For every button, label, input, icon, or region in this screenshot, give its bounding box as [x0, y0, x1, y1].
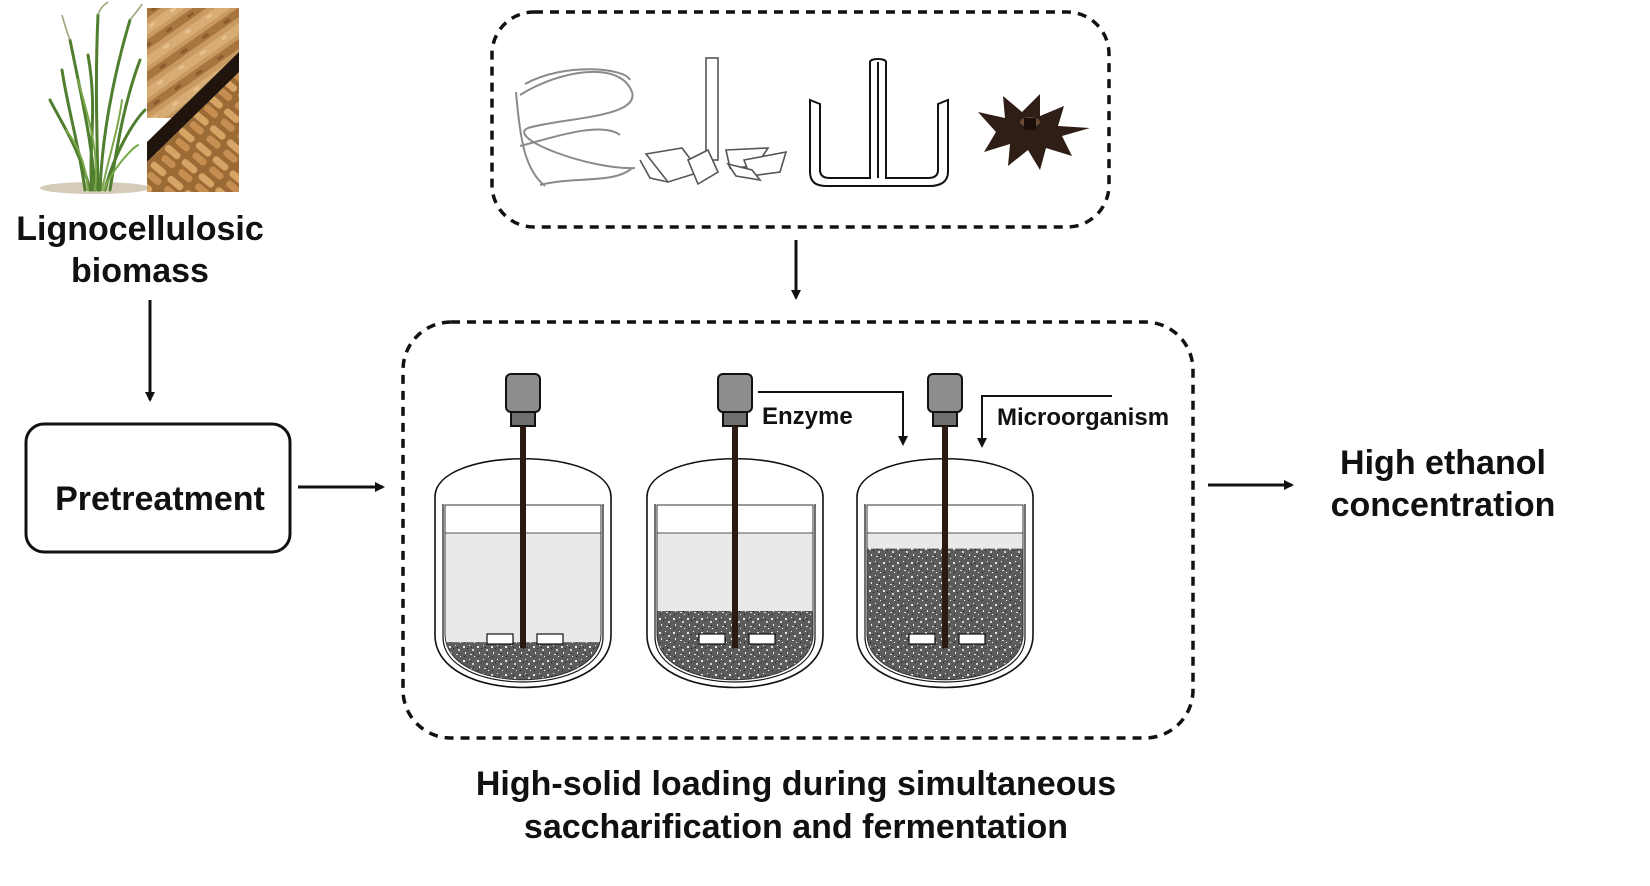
impeller-blade — [908, 633, 936, 645]
stirrer-shaft — [732, 426, 738, 648]
output-label-line1: High ethanol — [1340, 444, 1546, 482]
process-caption-line2: saccharification and fermentation — [524, 808, 1068, 846]
impeller-blade — [698, 633, 726, 645]
process-caption-line1: High-solid loading during simultaneous — [476, 765, 1116, 803]
motor-icon — [717, 373, 753, 413]
rushton-turbine-icon — [978, 94, 1090, 170]
microorganism-feed: Microorganism — [977, 395, 1169, 448]
pretreatment-box — [24, 422, 292, 554]
biomass-label-line2: biomass — [71, 252, 209, 290]
pretreatment-label: Pretreatment — [55, 480, 265, 518]
anchor-impeller-icon — [809, 58, 949, 187]
impeller-blade — [536, 633, 564, 645]
helical-ribbon-impeller-icon — [515, 68, 636, 187]
grass-icon — [40, 1, 150, 194]
impeller-blade — [748, 633, 776, 645]
stirrer-shaft — [520, 426, 526, 648]
output-label-line2: concentration — [1331, 486, 1556, 524]
reactor-vessel-3 — [856, 373, 1034, 689]
microorganism-label: Microorganism — [997, 404, 1169, 431]
motor-icon — [927, 373, 963, 413]
impeller-blade — [958, 633, 986, 645]
lignocellulosic-biomass-image — [40, 1, 239, 194]
impeller-blade — [486, 633, 514, 645]
impeller-panel — [490, 10, 1111, 229]
reactor-vessel-2 — [646, 373, 824, 689]
enzyme-feed: Enzyme — [758, 391, 908, 446]
biomass-label-line1: Lignocellulosic — [16, 210, 263, 248]
reactor-vessel-1 — [434, 373, 612, 689]
wood-pellets-icon — [147, 72, 239, 192]
pitched-blade-impeller-icon — [639, 57, 788, 186]
enzyme-label: Enzyme — [762, 403, 853, 430]
motor-icon — [505, 373, 541, 413]
reactor-panel — [401, 320, 1195, 740]
stirrer-shaft — [942, 426, 948, 648]
